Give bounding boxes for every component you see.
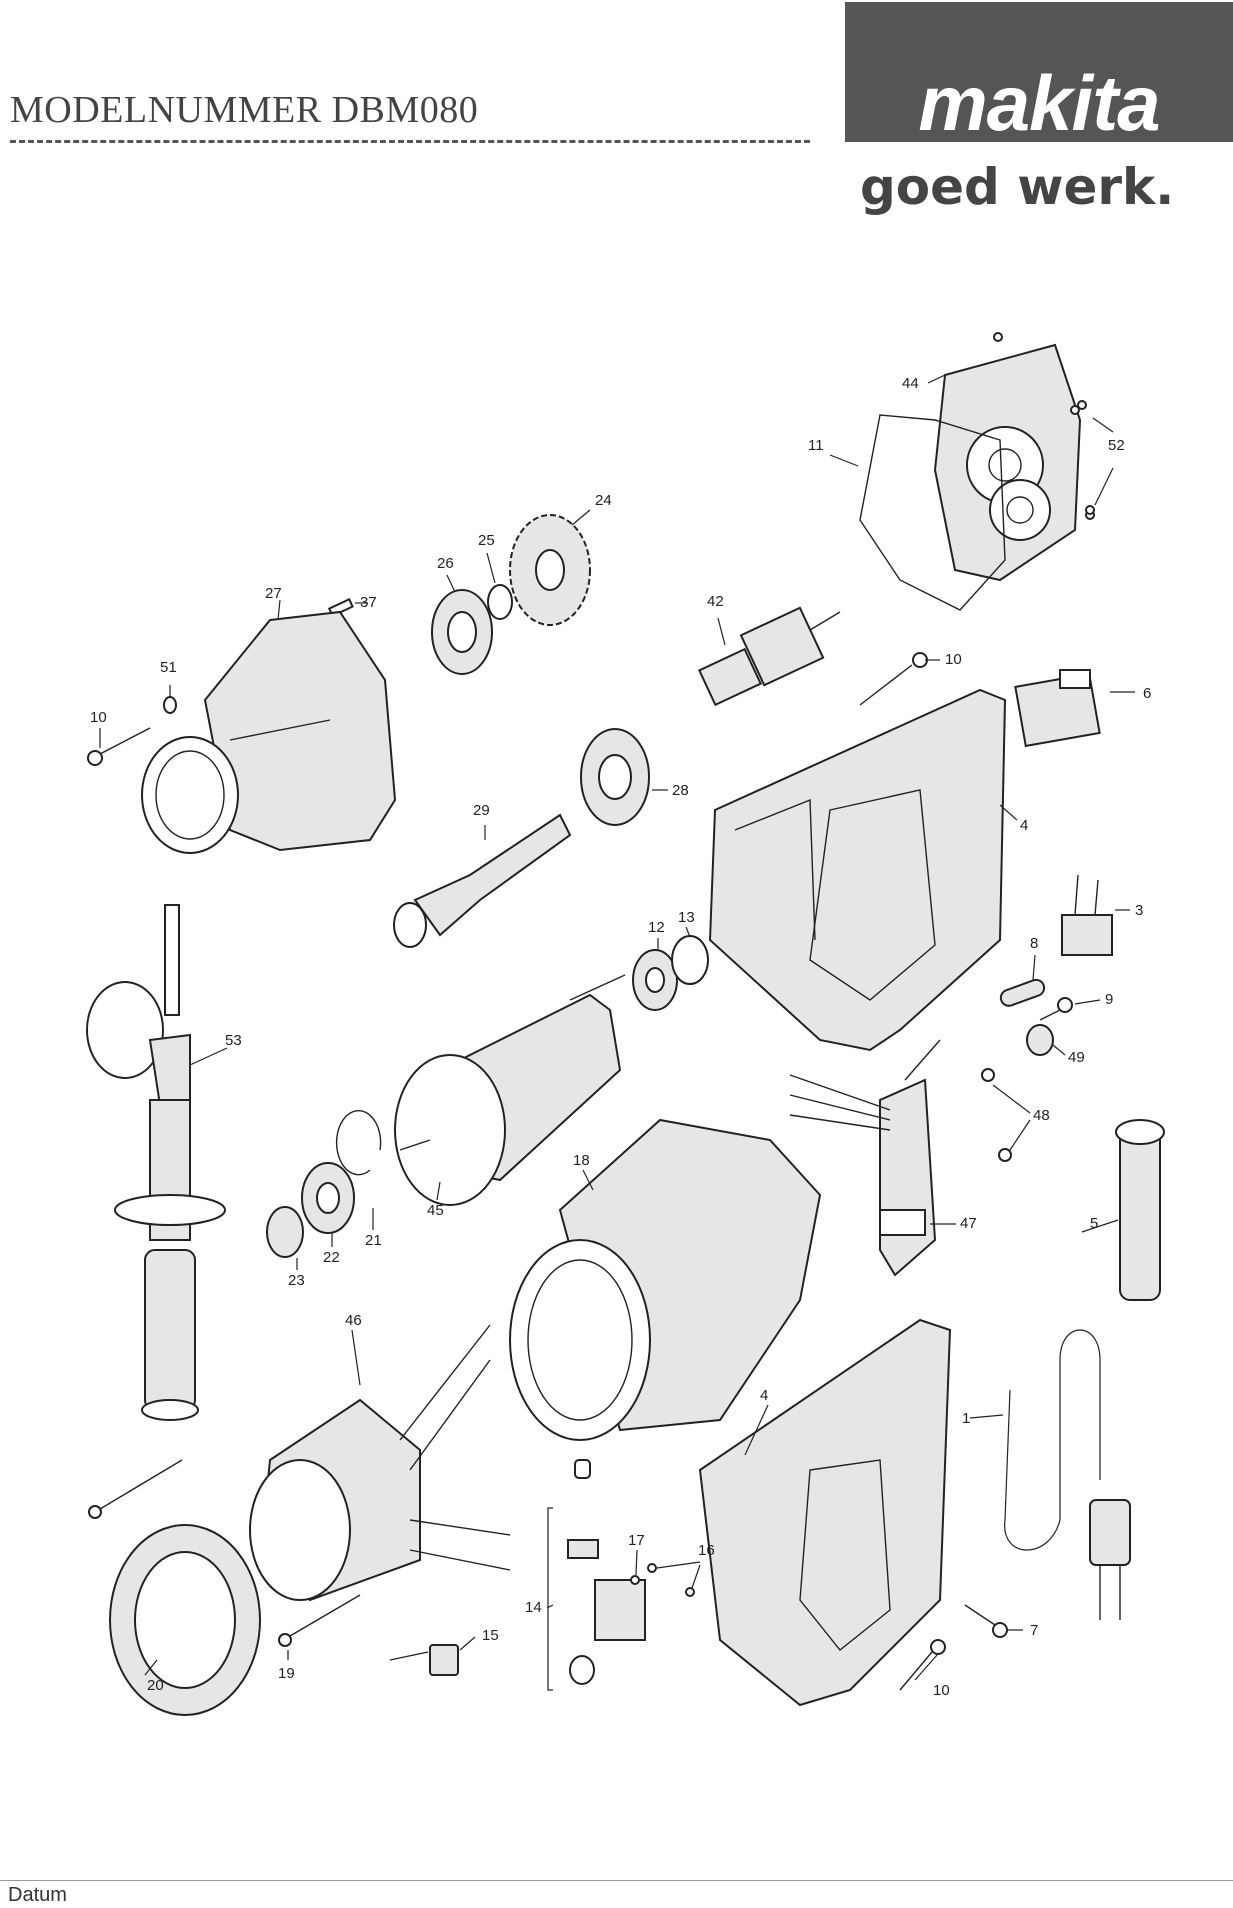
label-part-42: 42	[707, 593, 724, 610]
date-label: Datum	[8, 1884, 67, 1906]
label-part-20: 20	[147, 1677, 164, 1694]
label-part-19: 19	[278, 1665, 295, 1682]
label-part-4-upper: 4	[1020, 817, 1028, 834]
part-52-screws	[1070, 405, 1095, 515]
label-part-5: 5	[1090, 1215, 1098, 1232]
label-part-49: 49	[1068, 1049, 1085, 1066]
label-part-46: 46	[345, 1312, 362, 1329]
part-8-strain-relief	[999, 978, 1046, 1007]
part-17-spring	[630, 1575, 640, 1585]
part-53-side-handle	[86, 904, 226, 1421]
label-part-24: 24	[595, 492, 612, 509]
part-14-brush-holder	[547, 1459, 646, 1691]
part-18-motor-housing	[509, 1118, 822, 1441]
part-10-long-screw	[94, 1459, 183, 1513]
part-29-spindle	[393, 813, 572, 948]
brand-tagline: goed werk.	[860, 158, 1175, 216]
label-part-37: 37	[360, 594, 377, 611]
label-part-27: 27	[265, 585, 282, 602]
label-part-10-top: 10	[945, 651, 962, 668]
part-number-labels: 44 11 52 24 25 26 27 37 42 51 10 6 10 28…	[90, 375, 1151, 1699]
label-part-7: 7	[1030, 1622, 1038, 1639]
label-part-4-lower: 4	[760, 1387, 768, 1404]
header-dashed-rule	[10, 140, 810, 143]
label-part-47: 47	[960, 1215, 977, 1232]
part-26-bearing	[431, 589, 493, 675]
part-24-gear	[509, 514, 591, 626]
part-27-gear-housing	[141, 610, 397, 854]
label-part-10-bottom: 10	[933, 1682, 950, 1699]
brand-logo-background	[845, 2, 1233, 142]
part-16-screws	[647, 1563, 695, 1597]
part-9-screw	[1039, 997, 1073, 1021]
label-part-10-left: 10	[90, 709, 107, 726]
part-45-armature	[394, 974, 626, 1206]
label-part-1: 1	[962, 1410, 970, 1427]
part-12-bearing	[632, 949, 678, 1011]
part-10-screw-left	[87, 727, 151, 766]
part-1-power-cord	[1004, 1329, 1131, 1620]
label-part-15: 15	[482, 1627, 499, 1644]
brand-logo: makita	[918, 59, 1160, 147]
label-part-26: 26	[437, 555, 454, 572]
part-10-long-screw-head	[88, 1505, 102, 1519]
label-part-3: 3	[1135, 902, 1143, 919]
label-part-16: 16	[698, 1542, 715, 1559]
label-part-9: 9	[1105, 991, 1113, 1008]
model-title: MODELNUMMER DBM080	[10, 89, 479, 131]
part-46-field-coil	[249, 1324, 511, 1602]
part-22-bearing	[301, 1162, 355, 1234]
label-part-17: 17	[628, 1532, 645, 1549]
label-part-13: 13	[678, 909, 695, 926]
label-part-8: 8	[1030, 935, 1038, 952]
label-part-12: 12	[648, 919, 665, 936]
part-4-handle-housing-lower	[698, 1318, 952, 1707]
label-part-14: 14	[525, 1599, 542, 1616]
part-28-bearing	[580, 728, 650, 826]
label-part-29: 29	[473, 802, 490, 819]
label-part-48: 48	[1033, 1107, 1050, 1124]
label-part-22: 22	[323, 1249, 340, 1266]
label-part-6: 6	[1143, 685, 1151, 702]
part-23-bushing	[266, 1206, 304, 1258]
part-44-gear-housing-cover	[933, 332, 1095, 582]
part-13-ring	[671, 935, 709, 985]
part-11-gasket	[859, 414, 1006, 611]
part-7-screw	[964, 1604, 1008, 1638]
part-49-bushing	[1026, 1024, 1054, 1056]
exploded-view-diagram: 44 11 52 24 25 26 27 37 42 51 10 6 10 28…	[86, 332, 1165, 1716]
part-51-washer	[163, 696, 177, 714]
label-part-18: 18	[573, 1152, 590, 1169]
part-21-circlip	[335, 1110, 382, 1176]
part-48-screws	[981, 1068, 1012, 1162]
part-6-switch	[1014, 669, 1101, 748]
label-part-45: 45	[427, 1202, 444, 1219]
part-3-capacitor	[1061, 874, 1113, 956]
part-15-carbon-brush	[389, 1644, 459, 1676]
part-47-brush-holder-board	[789, 1039, 941, 1277]
part-10-screw-bottom	[899, 1639, 946, 1691]
label-part-53: 53	[225, 1032, 242, 1049]
part-4-handle-housing-upper	[708, 688, 1007, 1052]
part-10-screw-top	[859, 652, 928, 706]
part-19-screw	[278, 1594, 361, 1647]
part-5-sleeve	[1115, 1119, 1165, 1301]
label-part-52: 52	[1108, 437, 1125, 454]
label-part-21: 21	[365, 1232, 382, 1249]
label-part-28: 28	[672, 782, 689, 799]
part-42-gear-shaft	[697, 606, 841, 707]
label-part-51: 51	[160, 659, 177, 676]
footer-rule	[0, 1880, 1233, 1881]
part-25-washer	[487, 584, 513, 620]
label-part-25: 25	[478, 532, 495, 549]
part-20-baffle-ring	[109, 1524, 261, 1716]
label-part-23: 23	[288, 1272, 305, 1289]
label-part-44: 44	[902, 375, 919, 392]
label-part-11: 11	[808, 437, 824, 454]
leader-lines	[99, 374, 1135, 1681]
